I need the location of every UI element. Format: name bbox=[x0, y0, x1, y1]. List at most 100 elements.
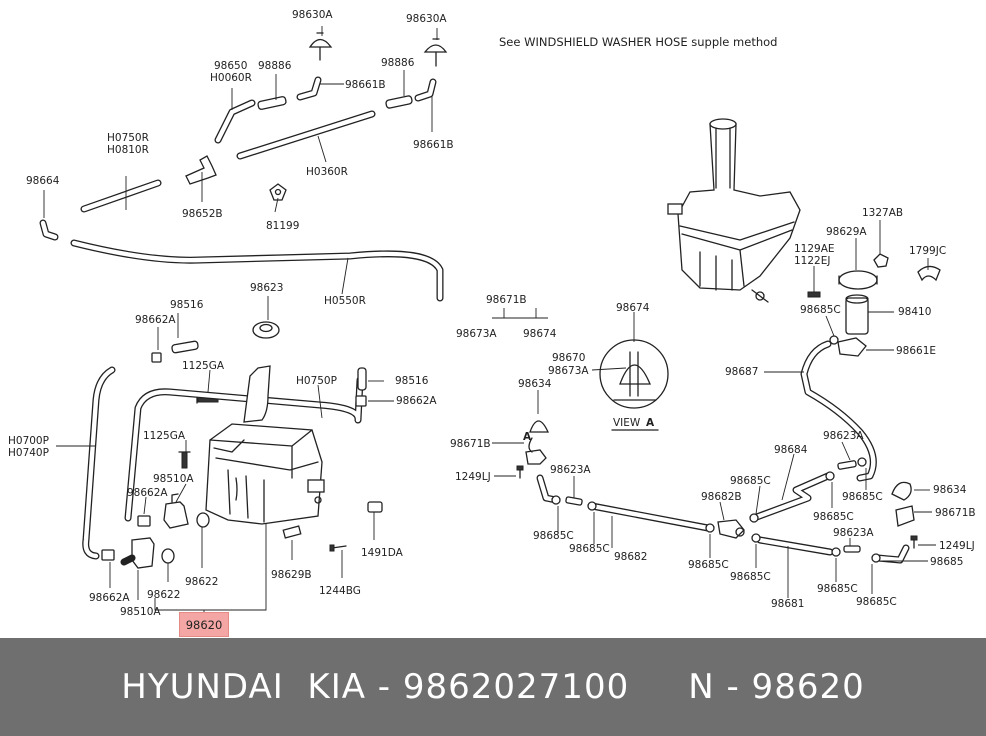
label-98685C-3: 98685C bbox=[730, 475, 771, 487]
hose-H0550R bbox=[70, 239, 444, 302]
highlighted-part-label[interactable]: 98620 bbox=[179, 612, 229, 637]
label-view-a: A bbox=[646, 417, 655, 429]
connector-98516-1 bbox=[171, 340, 199, 354]
elbow-98664 bbox=[39, 219, 59, 241]
hose-98687 bbox=[800, 340, 877, 482]
label-98673A-2: 98673A bbox=[548, 365, 589, 377]
label-98664: 98664 bbox=[26, 175, 60, 187]
pump-98410 bbox=[845, 294, 869, 335]
label-81199: 81199 bbox=[266, 220, 299, 232]
label-1249LJ-1: 1249LJ bbox=[455, 471, 491, 483]
label-98516-2: 98516 bbox=[395, 375, 429, 387]
label-98671B-3: 98671B bbox=[935, 507, 976, 519]
clip-81199 bbox=[269, 183, 287, 201]
label-98662A-1: 98662A bbox=[135, 314, 176, 326]
label-98682B: 98682B bbox=[701, 491, 742, 503]
label-H0750P: H0750P bbox=[296, 375, 337, 387]
nozzle-98634-right bbox=[891, 481, 912, 501]
clamp-98662A-3 bbox=[137, 515, 151, 527]
hose-98650 bbox=[214, 99, 256, 144]
label-1125GA-1: 1125GA bbox=[182, 360, 225, 372]
label-98682: 98682 bbox=[614, 551, 647, 563]
label-98650: 98650 bbox=[214, 60, 247, 72]
label-98685C-6: 98685C bbox=[813, 511, 854, 523]
grommet-1491DA bbox=[367, 501, 383, 513]
grommet-98622-1 bbox=[196, 512, 210, 528]
label-98629B: 98629B bbox=[271, 569, 312, 581]
clamps-98685C bbox=[551, 457, 881, 563]
label-view: VIEW bbox=[613, 417, 641, 429]
label-98685C-9: 98685C bbox=[856, 596, 897, 608]
label-1244BG: 1244BG bbox=[319, 585, 361, 597]
label-98623A-2: 98623A bbox=[823, 430, 864, 442]
label-98629A: 98629A bbox=[826, 226, 867, 238]
label-H0810R: H0810R bbox=[107, 144, 149, 156]
tee-98682B bbox=[717, 519, 745, 539]
label-98685C-7: 98685C bbox=[817, 583, 858, 595]
clamp-98662A-2 bbox=[355, 395, 367, 407]
label-98623A-3: 98623A bbox=[833, 527, 874, 539]
nozzle-98634-left bbox=[529, 420, 550, 433]
view-a-detail bbox=[599, 339, 669, 431]
hose-H0360R bbox=[236, 110, 376, 160]
label-98410: 98410 bbox=[898, 306, 931, 318]
label-98630A-right: 98630A bbox=[406, 13, 447, 25]
label-H0750R: H0750R bbox=[107, 132, 149, 144]
clamp-98662A-1 bbox=[151, 352, 162, 363]
reservoir-tank-98620 bbox=[205, 365, 325, 525]
elbow-98661E bbox=[837, 337, 867, 357]
screw-1129AE bbox=[807, 291, 821, 298]
label-1125GA-2: 1125GA bbox=[143, 430, 186, 442]
note-text: See WINDSHIELD WASHER HOSE supple method bbox=[499, 35, 777, 49]
label-H0060R: H0060R bbox=[210, 72, 252, 84]
pump-98510A-2 bbox=[120, 537, 155, 569]
label-98661B-right: 98661B bbox=[413, 139, 454, 151]
hose-H0750P bbox=[124, 376, 364, 522]
label-98685C-8: 98685C bbox=[842, 491, 883, 503]
label-98661E: 98661E bbox=[896, 345, 936, 357]
nut-1327AB bbox=[873, 253, 889, 268]
connector-98516-2 bbox=[357, 367, 367, 391]
label-98684: 98684 bbox=[774, 444, 808, 456]
nozzle-98630A-right bbox=[423, 38, 448, 67]
label-98661B-left: 98661B bbox=[345, 79, 386, 91]
label-98886-right: 98886 bbox=[381, 57, 415, 69]
label-98671B-1: 98671B bbox=[486, 294, 527, 306]
label-98634-2: 98634 bbox=[933, 484, 967, 496]
label-98670: 98670 bbox=[552, 352, 585, 364]
label-1327AB: 1327AB bbox=[862, 207, 903, 219]
label-a-marker: A bbox=[523, 431, 532, 443]
label-H0740P: H0740P bbox=[8, 447, 49, 459]
label-98662A-3: 98662A bbox=[127, 487, 168, 499]
label-98685: 98685 bbox=[930, 556, 963, 568]
parts-diagram: See WINDSHIELD WASHER HOSE supple method… bbox=[8, 9, 976, 620]
label-1129AE: 1129AE bbox=[794, 243, 835, 255]
label-1249LJ-2: 1249LJ bbox=[939, 540, 975, 552]
connector-98671B-left bbox=[525, 437, 547, 465]
label-98685C-10: 98685C bbox=[800, 304, 841, 316]
label-98634-1: 98634 bbox=[518, 378, 552, 390]
bolt-1125GA-2 bbox=[178, 451, 191, 469]
label-98685C-4: 98685C bbox=[688, 559, 729, 571]
label-98622-1: 98622 bbox=[185, 576, 218, 588]
label-98623: 98623 bbox=[250, 282, 283, 294]
label-98685C-5: 98685C bbox=[730, 571, 771, 583]
footer-bar: HYUNDAI KIA - 9862027100 N - 98620 bbox=[0, 638, 986, 736]
tee-98652B bbox=[185, 155, 217, 185]
label-98674-1: 98674 bbox=[523, 328, 557, 340]
label-98671B-2: 98671B bbox=[450, 438, 491, 450]
label-98681: 98681 bbox=[771, 598, 804, 610]
label-98662A-2: 98662A bbox=[396, 395, 437, 407]
bolt-1244BG bbox=[329, 544, 347, 552]
screw-1249LJ-left bbox=[516, 465, 524, 479]
grommet-98623 bbox=[252, 321, 280, 339]
label-98630A-left: 98630A bbox=[292, 9, 333, 21]
elbow-98661B-left bbox=[296, 76, 322, 101]
label-1491DA: 1491DA bbox=[361, 547, 404, 559]
label-98685C-2: 98685C bbox=[569, 543, 610, 555]
label-98623A-1: 98623A bbox=[550, 464, 591, 476]
nozzle-98630A-left bbox=[308, 32, 333, 61]
label-98673A-1: 98673A bbox=[456, 328, 497, 340]
hose-H0700P bbox=[82, 366, 116, 560]
label-98674-2: 98674 bbox=[616, 302, 650, 314]
